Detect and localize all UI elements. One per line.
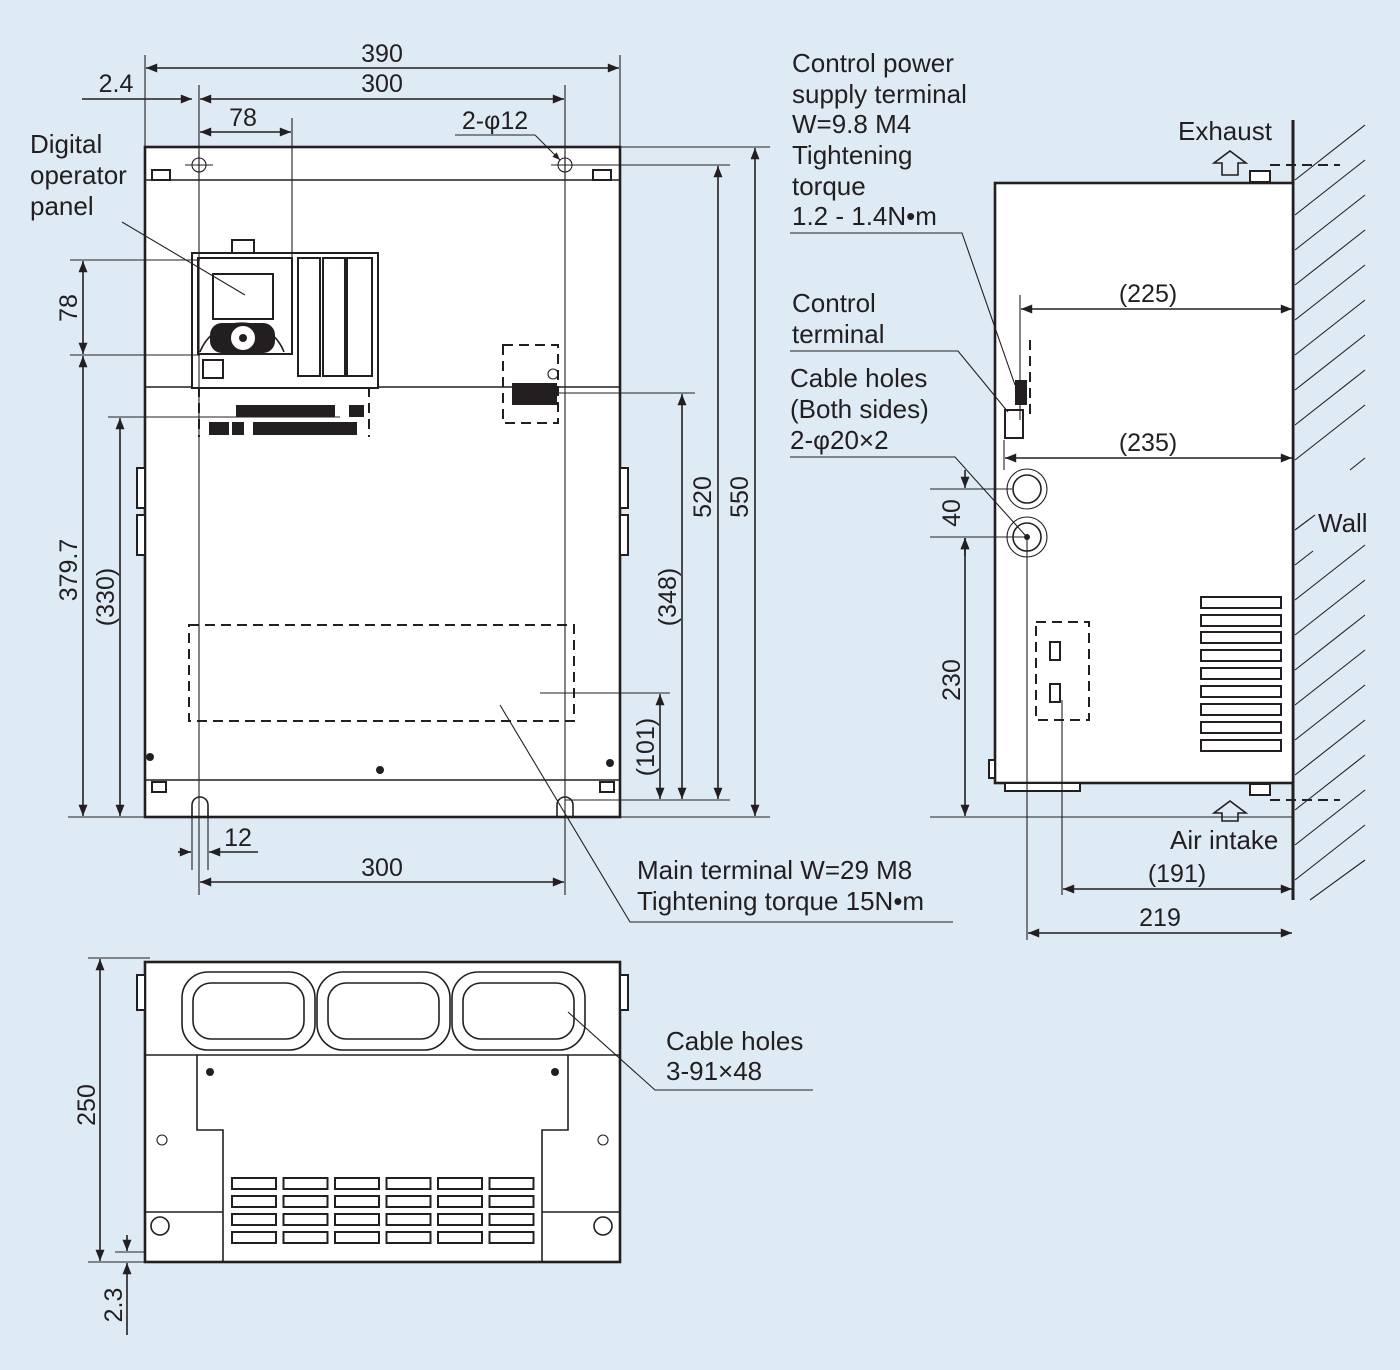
label-control-power-terminal: Control power supply terminal W=9.8 M4 T… <box>790 48 1016 386</box>
cable-hole-icon <box>451 971 586 1051</box>
vent-slot <box>231 1195 277 1208</box>
label-control-terminal: Control terminal <box>790 288 1009 413</box>
dim-520: 520 <box>689 476 717 518</box>
bottom-dimensions: 250 2.3 <box>73 957 150 1335</box>
digital-operator-panel <box>191 239 379 389</box>
svg-text:3-91×48: 3-91×48 <box>666 1056 762 1086</box>
vent-slot <box>385 1195 432 1208</box>
svg-text:operator: operator <box>30 160 127 190</box>
side-vents <box>1200 596 1282 752</box>
side-view <box>988 120 1366 901</box>
svg-text:Cable holes: Cable holes <box>666 1026 803 1056</box>
label-exhaust: Exhaust <box>1178 116 1273 146</box>
dim-101: (101) <box>632 718 660 776</box>
label-main-terminal: Main terminal W=29 M8 Tightening torque … <box>499 704 953 923</box>
vent-slot <box>334 1213 380 1226</box>
vent-slot <box>385 1231 432 1244</box>
front-body <box>143 145 622 819</box>
main-terminal-area <box>188 624 575 722</box>
svg-text:Digital: Digital <box>30 129 102 159</box>
dim-40: 40 <box>938 499 966 527</box>
svg-text:Control power: Control power <box>792 48 954 78</box>
dim-191: (191) <box>1148 860 1206 888</box>
label-air-intake: Air intake <box>1170 825 1278 855</box>
vent-slot <box>231 1177 277 1190</box>
svg-text:2-φ20×2: 2-φ20×2 <box>790 425 889 455</box>
vent-slot <box>231 1231 277 1244</box>
label-cable-holes-bottom: Cable holes 3-91×48 <box>567 1011 813 1091</box>
dim-550: 550 <box>726 476 754 518</box>
dim-2-3: 2.3 <box>100 1288 128 1323</box>
side-dimensions: (225) (235) 40 230 (191) 219 <box>930 280 1293 940</box>
front-dimensions: 390 300 2.4 78 2-φ12 550 520 (348) (101)… <box>55 40 770 895</box>
svg-text:supply terminal: supply terminal <box>792 79 967 109</box>
dim-250: 250 <box>73 1084 101 1126</box>
label-cable-holes-side: Cable holes (Both sides) 2-φ20×2 <box>790 363 1026 536</box>
side-body <box>993 181 1295 785</box>
dim-300-bottom: 300 <box>361 854 403 882</box>
label-digital-operator-panel: Digital operator panel <box>30 129 246 296</box>
dim-300-top: 300 <box>361 70 403 98</box>
svg-text:1.2 - 1.4N•m: 1.2 - 1.4N•m <box>792 201 937 231</box>
dim-2-4: 2.4 <box>99 70 134 98</box>
dim-390: 390 <box>361 40 403 68</box>
vent-slot <box>437 1213 483 1226</box>
cable-hole-icon <box>181 971 316 1051</box>
vent-slot <box>437 1195 483 1208</box>
bottom-vents <box>231 1177 535 1244</box>
vent-slot <box>385 1177 432 1190</box>
cable-hole-icon <box>316 971 451 1051</box>
vent-slot <box>385 1213 432 1226</box>
vent-slot <box>282 1177 329 1190</box>
vent-slot <box>488 1213 535 1226</box>
vent-slot <box>437 1231 483 1244</box>
vent-slot <box>437 1177 483 1190</box>
wall-hatch <box>1294 124 1366 901</box>
bottom-view <box>136 960 629 1264</box>
svg-text:torque: torque <box>792 171 866 201</box>
svg-text:(Both sides): (Both sides) <box>790 394 929 424</box>
dim-330: (330) <box>92 568 120 626</box>
air-intake-arrow-icon <box>1211 800 1249 822</box>
exhaust-arrow-icon <box>1211 150 1249 176</box>
svg-text:W=9.8 M4: W=9.8 M4 <box>792 109 911 139</box>
vent-slot <box>334 1177 380 1190</box>
dim-12: 12 <box>224 824 252 852</box>
svg-text:Tightening torque 15N•m: Tightening torque 15N•m <box>637 886 924 916</box>
svg-text:Tightening: Tightening <box>792 140 912 170</box>
dim-348: (348) <box>654 568 682 626</box>
dim-379-7: 379.7 <box>55 539 83 602</box>
dim-230: 230 <box>938 659 966 701</box>
front-view <box>136 145 629 819</box>
vent-slot <box>488 1177 535 1190</box>
dim-225: (225) <box>1119 280 1177 308</box>
dim-78-h: 78 <box>229 104 257 132</box>
dim-235: (235) <box>1119 429 1177 457</box>
vent-slot <box>231 1213 277 1226</box>
label-mount-holes: 2-φ12 <box>462 107 528 135</box>
bottom-body <box>143 960 622 1264</box>
dim-219: 219 <box>1139 904 1181 932</box>
vent-slot <box>334 1231 380 1244</box>
svg-text:panel: panel <box>30 191 94 221</box>
svg-text:terminal: terminal <box>792 319 884 349</box>
vent-slot <box>282 1231 329 1244</box>
dim-78-v: 78 <box>55 294 83 322</box>
svg-text:Main terminal W=29 M8: Main terminal W=29 M8 <box>637 855 912 885</box>
vent-slot <box>488 1195 535 1208</box>
svg-text:Cable holes: Cable holes <box>790 363 927 393</box>
vent-slot <box>282 1213 329 1226</box>
vent-slot <box>282 1195 329 1208</box>
vent-slot <box>488 1231 535 1244</box>
svg-text:Control: Control <box>792 288 876 318</box>
label-wall: Wall <box>1318 508 1368 538</box>
vent-slot <box>334 1195 380 1208</box>
